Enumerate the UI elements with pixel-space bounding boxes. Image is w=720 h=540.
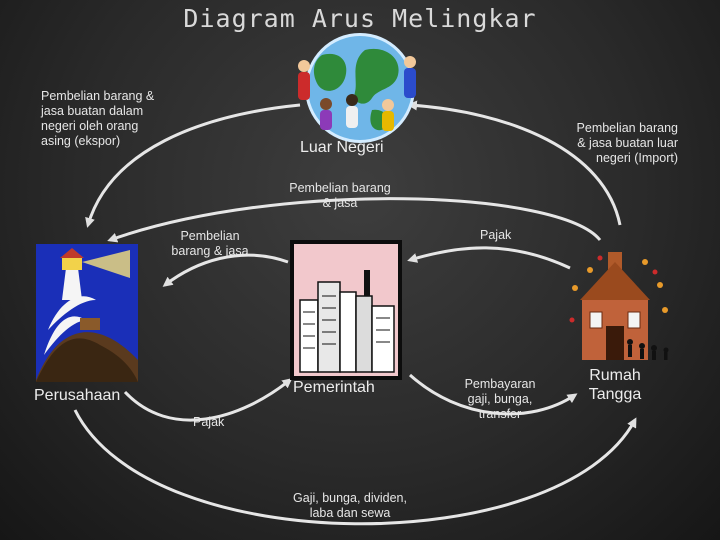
page-title: Diagram Arus Melingkar: [183, 4, 537, 33]
label-rt-perusahaan: Pembelian barang& jasa: [289, 181, 391, 210]
arrow-pembayaran: [408, 373, 578, 416]
label-pajak-rt: Pajak: [480, 228, 512, 242]
arrow-faktor: [73, 409, 637, 526]
node-pemerintah: Pemerintah: [293, 379, 375, 396]
arrow-rt-perusahaan: [107, 197, 602, 243]
label-faktor-produksi: Gaji, bunga, dividen,laba dan sewa: [293, 491, 407, 520]
arrow-pajak-rt: [407, 246, 571, 270]
arrow-impor: [407, 100, 622, 226]
arrow-pajak-perusahaan: [123, 378, 293, 422]
label-pajak-perusahaan: Pajak: [193, 415, 225, 429]
arrow-ekspor: [85, 103, 301, 228]
arrow-pemerintah-perusahaan: [162, 253, 289, 287]
node-luar-negeri: Luar Negeri: [300, 139, 384, 156]
node-perusahaan: Perusahaan: [34, 387, 121, 404]
